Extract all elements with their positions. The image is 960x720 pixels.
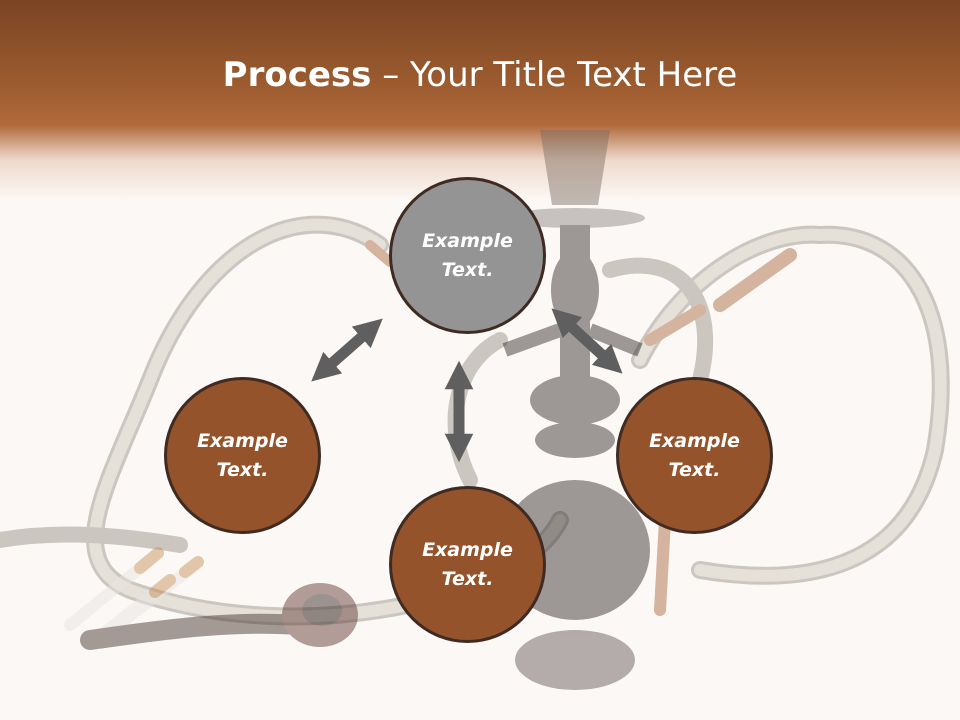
title-bold: Process — [222, 55, 372, 95]
slide-title: Process – Your Title Text Here — [0, 52, 960, 98]
node-bottom-line1: Example — [422, 538, 513, 561]
node-top-line2: Text. — [441, 258, 494, 281]
title-separator: – — [371, 55, 411, 95]
node-bottom-line2: Text. — [441, 567, 494, 590]
process-node-top: Example Text. — [389, 177, 546, 334]
process-node-left: Example Text. — [164, 377, 321, 534]
arrow-top-right — [551, 308, 623, 374]
process-node-right: Example Text. — [616, 377, 773, 534]
node-left-line1: Example — [197, 429, 288, 452]
process-node-bottom: Example Text. — [389, 486, 546, 643]
node-right-line2: Text. — [668, 458, 721, 481]
arrow-top-left — [311, 318, 383, 382]
title-rest: Your Title Text Here — [410, 55, 738, 95]
node-top-line1: Example — [422, 229, 513, 252]
node-left-line2: Text. — [216, 458, 269, 481]
node-right-line1: Example — [649, 429, 740, 452]
